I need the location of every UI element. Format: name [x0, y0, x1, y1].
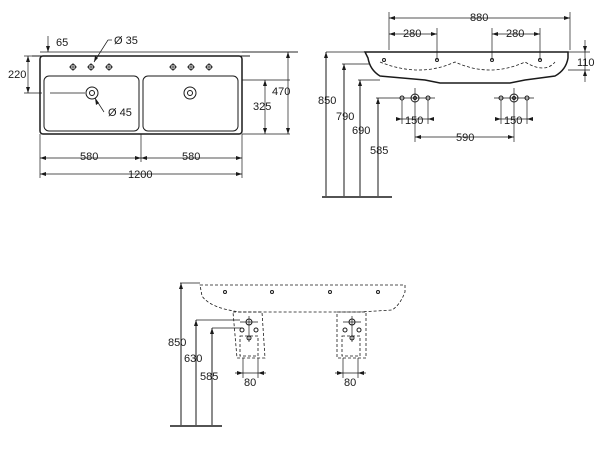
label-280-right: 280: [506, 28, 524, 40]
label-850-side: 850: [168, 337, 186, 349]
label-590: 590: [456, 132, 474, 144]
label-585-front: 585: [370, 145, 388, 157]
label-690: 690: [352, 125, 370, 137]
pedestal-right: [336, 311, 367, 359]
label-580-left: 580: [80, 151, 98, 163]
drain-right: [183, 86, 197, 100]
label-470: 470: [272, 86, 290, 98]
label-1200: 1200: [128, 169, 152, 181]
label-150-left: 150: [405, 115, 423, 127]
drain-left: [85, 86, 99, 100]
label-280-left: 280: [403, 28, 421, 40]
tap-holes-left: [69, 63, 113, 71]
label-65: 65: [56, 37, 68, 49]
label-d45: Ø 45: [108, 107, 132, 119]
label-110: 110: [577, 57, 595, 69]
pedestal-left: [232, 311, 266, 359]
label-220: 220: [8, 69, 26, 81]
label-630: 630: [184, 353, 202, 365]
label-790: 790: [336, 111, 354, 123]
drain-symbol-side-left: [239, 316, 259, 342]
label-325: 325: [253, 101, 271, 113]
drain-symbol-left: [395, 88, 435, 108]
label-580-right: 580: [182, 151, 200, 163]
drain-symbol-side-right: [342, 316, 362, 342]
tap-holes-right: [169, 63, 213, 71]
side-view: 850 630 585 80 80: [168, 282, 406, 427]
label-850-front: 850: [318, 95, 336, 107]
front-view: 880 280 280 110: [318, 12, 595, 198]
label-80-right: 80: [344, 377, 356, 389]
basin-side-outline: [199, 284, 406, 313]
label-585-side: 585: [200, 371, 218, 383]
drain-symbol-right: [494, 88, 534, 108]
label-d35: Ø 35: [114, 35, 138, 47]
bowl-right: [142, 75, 239, 132]
label-150-right: 150: [504, 115, 522, 127]
basin-front-outline: [363, 51, 569, 84]
bowl-left: [43, 75, 140, 132]
top-view: 65 Ø 35 Ø 45 220 325 470: [8, 35, 298, 181]
label-80-left: 80: [244, 377, 256, 389]
label-880: 880: [470, 12, 488, 24]
